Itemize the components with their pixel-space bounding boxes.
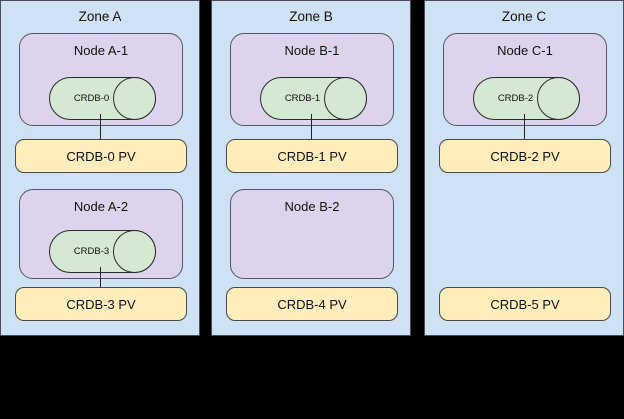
node-a-1-title: Node A-1 [73, 43, 129, 58]
pv-crdb-2: CRDB-2 PV [439, 139, 611, 173]
pv-crdb-1: CRDB-1 PV [226, 139, 398, 173]
zone-a-title: Zone A [78, 9, 122, 24]
connector-crdb-2-to-pv [524, 114, 525, 142]
zone-b-title: Zone B [289, 9, 333, 24]
node-c-1: Node C-1 CRDB-2 [443, 33, 607, 126]
node-c-1-title: Node C-1 [497, 43, 553, 58]
database-cylinder-crdb-0: CRDB-0 [49, 77, 156, 120]
node-b-2: Node B-2 [230, 189, 394, 279]
zone-c: Zone C Node C-1 CRDB-2 CRDB-2 PV CRDB-5 … [424, 0, 624, 336]
pv-crdb-4: CRDB-4 PV [226, 287, 398, 321]
database-cylinder-crdb-2: CRDB-2 [473, 77, 580, 120]
node-b-2-title: Node B-2 [284, 199, 340, 214]
node-b-1: Node B-1 CRDB-1 [230, 33, 394, 126]
connector-crdb-3-to-pv [100, 267, 101, 293]
pv-crdb-0: CRDB-0 PV [15, 139, 187, 173]
connector-crdb-0-to-pv [100, 114, 101, 142]
connector-crdb-1-to-pv [311, 114, 312, 142]
pv-crdb-3: CRDB-3 PV [15, 287, 187, 321]
node-a-2: Node A-2 CRDB-3 [19, 189, 183, 279]
zone-c-title: Zone C [501, 9, 547, 24]
node-a-2-title: Node A-2 [73, 199, 129, 214]
node-a-1: Node A-1 CRDB-0 [19, 33, 183, 126]
zone-a: Zone A Node A-1 CRDB-0 CRDB-0 PV Node A-… [0, 0, 200, 336]
pv-crdb-5: CRDB-5 PV [439, 287, 611, 321]
zone-b: Zone B Node B-1 CRDB-1 CRDB-1 PV Node B-… [211, 0, 411, 336]
database-cylinder-crdb-1: CRDB-1 [260, 77, 367, 120]
node-b-1-title: Node B-1 [284, 43, 340, 58]
database-cylinder-crdb-3: CRDB-3 [49, 230, 156, 273]
